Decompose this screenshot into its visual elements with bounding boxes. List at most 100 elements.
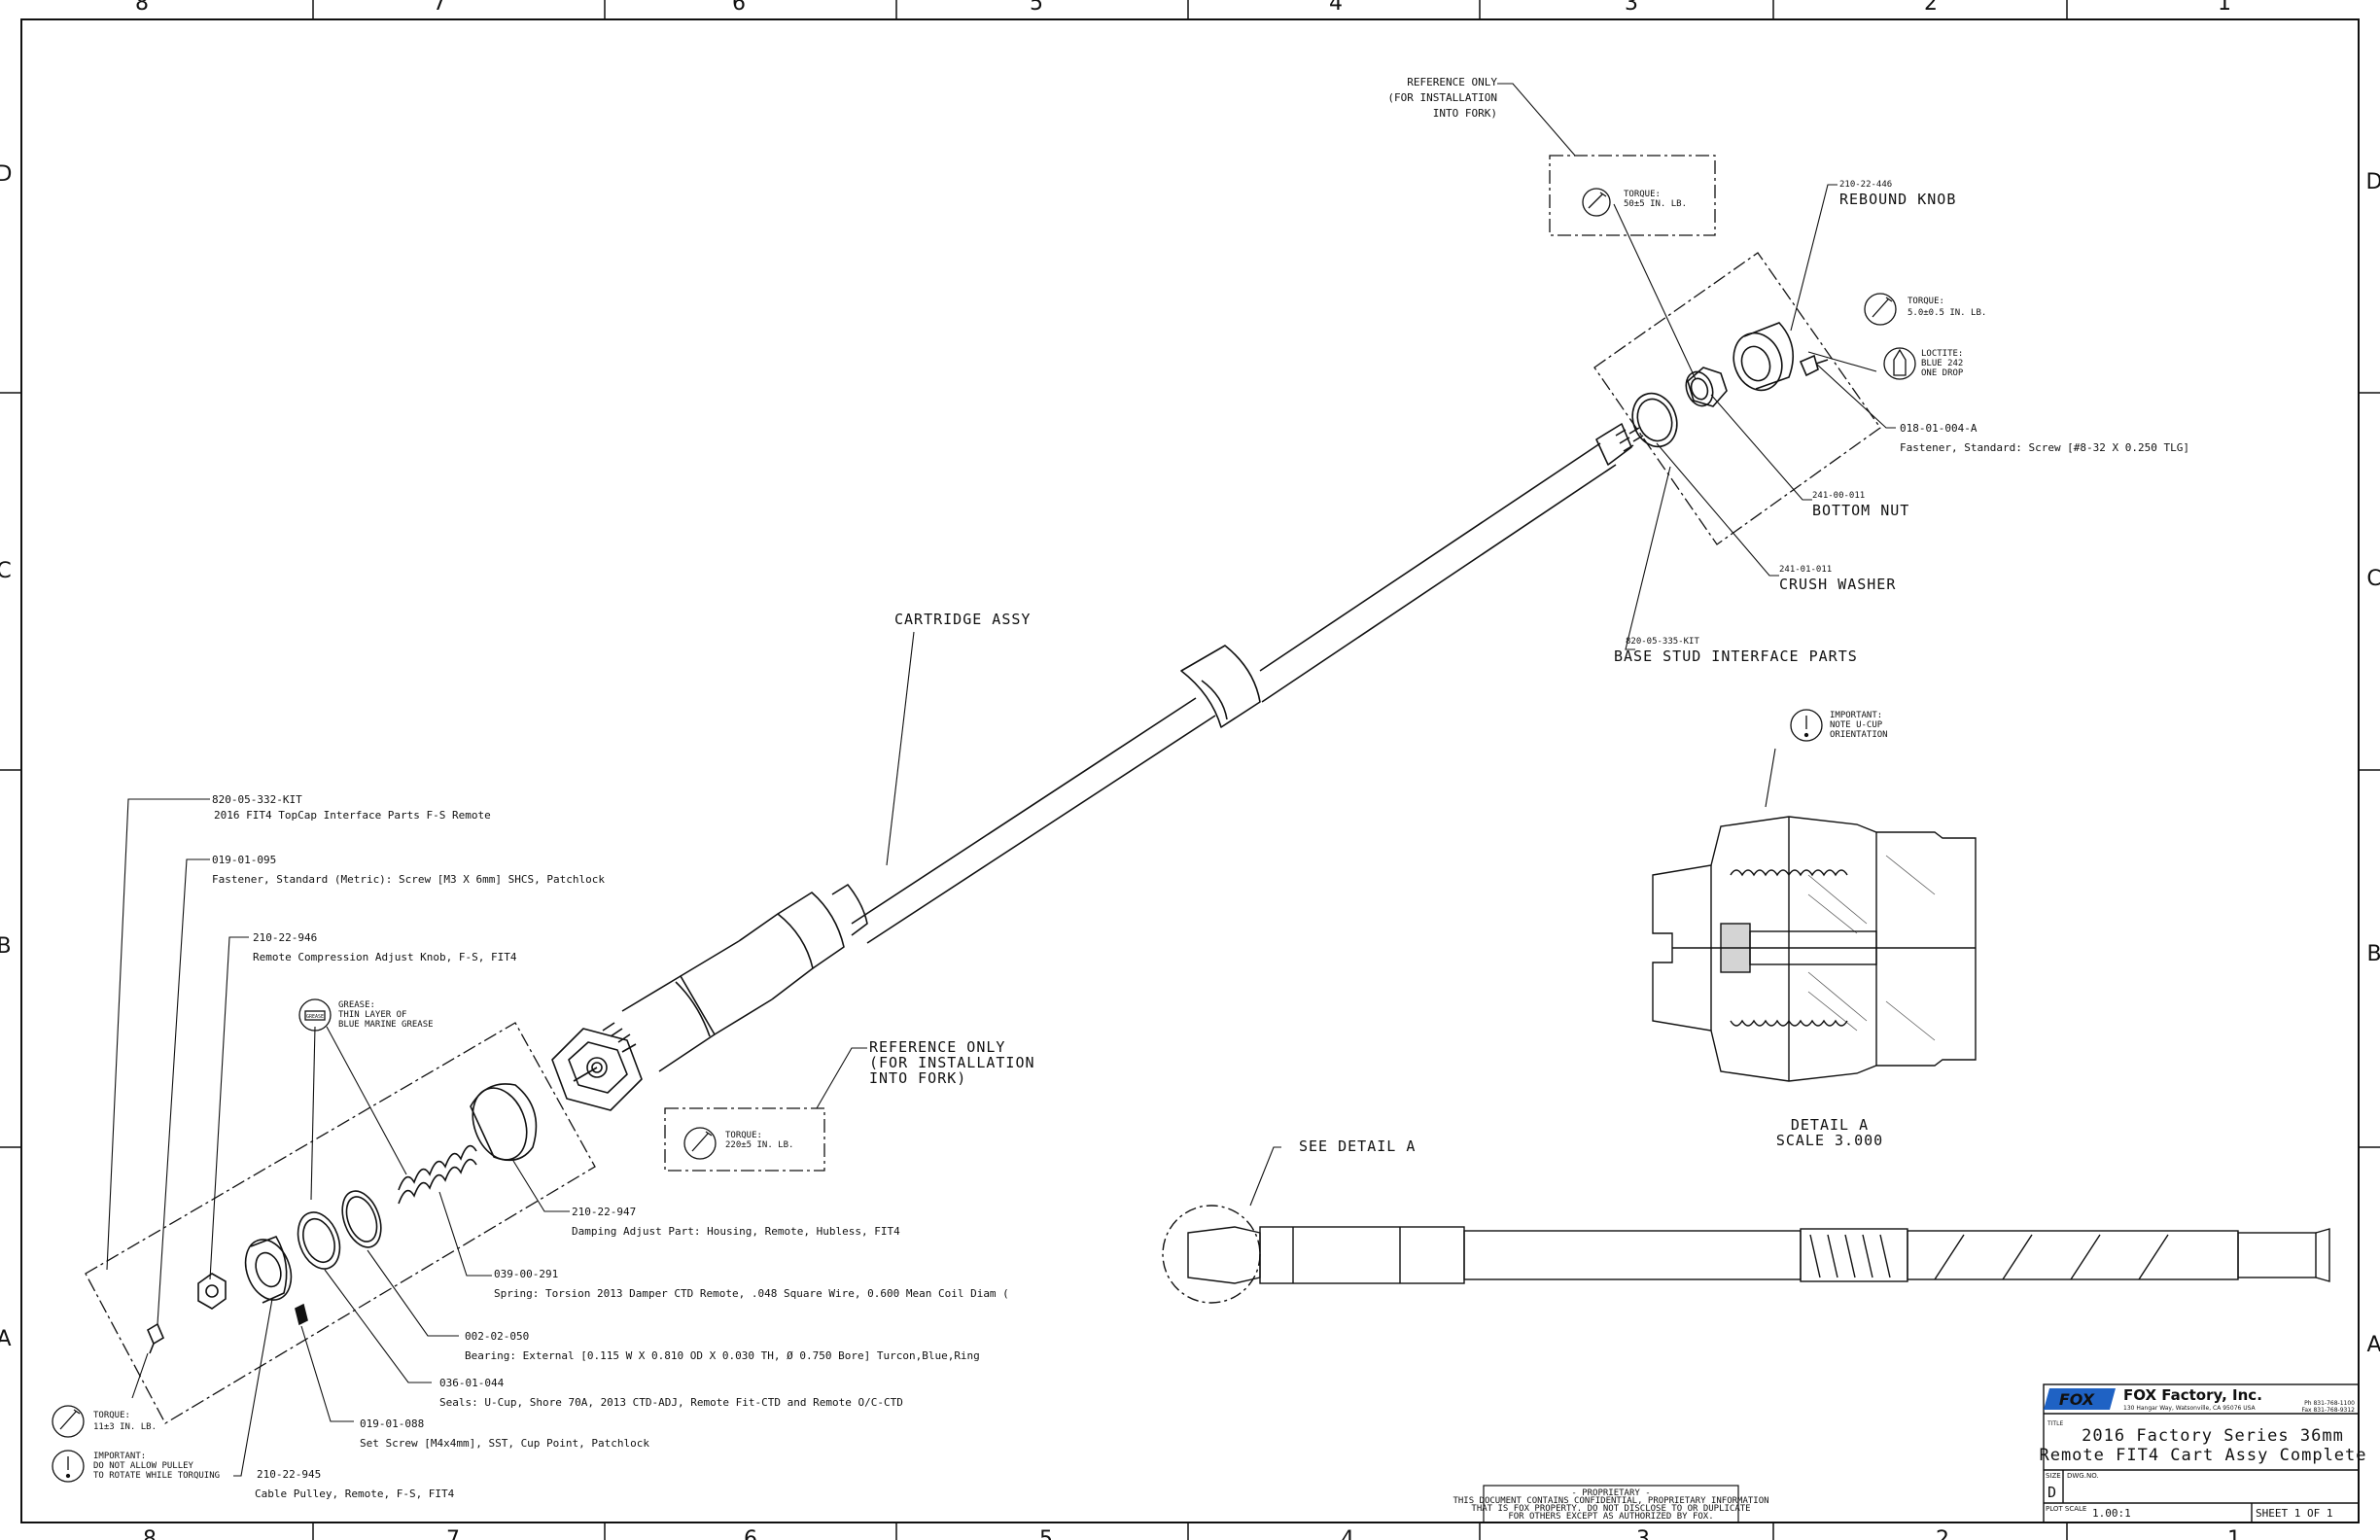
housing-pn: 210-22-947 [572, 1206, 636, 1218]
company-address: 130 Hangar Way, Watsonville, CA 95076 US… [2123, 1405, 2257, 1412]
zone-bottom-7: 7 [446, 1527, 460, 1540]
fastener-name: Fastener, Standard: Screw [#8-32 X 0.250… [1900, 441, 2189, 454]
zone-right-b: B [2366, 942, 2380, 966]
rebound-knob-name: REBOUND KNOB [1839, 191, 1956, 208]
loctite-line1: LOCTITE: [1921, 349, 1963, 359]
zone-right-c: C [2366, 567, 2380, 591]
proprietary-line2: THIS DOCUMENT CONTAINS CONFIDENTIAL, PRO… [1452, 1496, 1768, 1506]
zone-top-1: 1 [2218, 0, 2231, 16]
pulley-pn: 210-22-945 [257, 1468, 321, 1481]
fastener-pn: 018-01-004-A [1900, 422, 1978, 435]
zone-left-d: D [0, 162, 12, 187]
zone-top-4: 4 [1329, 0, 1343, 16]
zone-top-3: 3 [1625, 0, 1638, 16]
fox-logo-text: FOX [2059, 1390, 2095, 1409]
bottom-dashed-box [85, 1022, 825, 1424]
size-label: SIZE [2046, 1472, 2061, 1480]
zone-bottom-6: 6 [744, 1527, 757, 1540]
leader-lines [106, 83, 1896, 1477]
top-dashed-boxes [1549, 155, 1881, 545]
setscrew-pn: 019-01-088 [360, 1418, 424, 1430]
reference-top-line1: REFERENCE ONLY [1407, 76, 1497, 88]
reference-top-line2: (FOR INSTALLATION [1387, 91, 1497, 104]
torque-icon [52, 1405, 85, 1438]
topcap-pn: 820-05-332-KIT [212, 793, 302, 806]
callout-torque-mid: TORQUE: 220±5 IN. LB. [725, 1131, 793, 1150]
title-label: TITLE [2047, 1420, 2063, 1427]
proprietary-line3: THAT IS FOX PROPERTY. DO NOT DISCLOSE TO… [1471, 1504, 1750, 1514]
setscrew-name: Set Screw [M4x4mm], SST, Cup Point, Patc… [360, 1437, 649, 1450]
callout-torque-bl: TORQUE: 11±3 IN. LB. [93, 1411, 157, 1432]
torque-bl-line1: TORQUE: [93, 1411, 130, 1420]
reference-top-line3: INTO FORK) [1433, 107, 1497, 120]
proprietary-notice: - PROPRIETARY - THIS DOCUMENT CONTAINS C… [1452, 1485, 1769, 1523]
detail-a-caption: DETAIL A SCALE 3.000 [1776, 1116, 1883, 1149]
size-value: D [2048, 1484, 2056, 1501]
zone-bottom-2: 2 [1936, 1527, 1949, 1540]
zone-right-d: D [2366, 170, 2380, 194]
title-line1: 2016 Factory Series 36mm [2082, 1426, 2344, 1446]
base-stud-pn: 820-05-335-KIT [1626, 637, 1699, 647]
grease-line2: THIN LAYER OF [338, 1010, 406, 1020]
torque-icon [1864, 293, 1897, 326]
base-stud-name: BASE STUD INTERFACE PARTS [1614, 648, 1858, 665]
important-pulley-line2: DO NOT ALLOW PULLEY [93, 1461, 194, 1471]
important-ucup-line2: NOTE U-CUP [1830, 720, 1883, 730]
crush-washer-pn: 241-01-011 [1779, 565, 1832, 575]
ucup-pn: 036-01-044 [439, 1377, 505, 1389]
knob-pn: 210-22-946 [253, 931, 317, 944]
torque-rebound-line2: 5.0±0.5 IN. LB. [1908, 308, 1986, 318]
detail-a-section [1652, 816, 1977, 1082]
zone-bottom-4: 4 [1341, 1527, 1354, 1540]
fox-logo [2044, 1388, 2116, 1410]
shcs-pn: 019-01-095 [212, 854, 276, 866]
reference-mid-line1: REFERENCE ONLY [869, 1038, 1005, 1056]
important-pulley-line1: IMPORTANT: [93, 1452, 146, 1461]
torque-top-line2: 50±5 IN. LB. [1624, 199, 1687, 209]
reference-mid-line3: INTO FORK) [869, 1069, 966, 1087]
title-block: FOX FOX Factory, Inc. 130 Hangar Way, Wa… [2039, 1383, 2366, 1523]
zone-top-7: 7 [433, 0, 446, 16]
see-detail-a: SEE DETAIL A [1299, 1138, 1416, 1155]
loctite-line3: ONE DROP [1921, 368, 1964, 378]
important-icon [1790, 709, 1823, 742]
zone-bottom-1: 1 [2227, 1527, 2241, 1540]
zone-right-a: A [2366, 1333, 2380, 1357]
torque-mid-line1: TORQUE: [725, 1131, 762, 1140]
spring-name: Spring: Torsion 2013 Damper CTD Remote, … [494, 1287, 1009, 1300]
title-line2: Remote FIT4 Cart Assy Complete [2039, 1446, 2366, 1465]
torque-icon [683, 1127, 717, 1160]
torque-icon [1582, 188, 1611, 217]
bearing-name: Bearing: External [0.115 W X 0.810 OD X … [465, 1349, 980, 1362]
ucup-name: Seals: U-Cup, Shore 70A, 2013 CTD-ADJ, R… [439, 1396, 903, 1409]
dwg-no-label: DWG.NO. [2067, 1472, 2099, 1480]
detail-a-scale: SCALE 3.000 [1776, 1132, 1883, 1149]
plot-scale-value: 1.00:1 [2092, 1507, 2131, 1520]
torque-top-line1: TORQUE: [1624, 190, 1661, 199]
grease-line1: GREASE: [338, 1000, 375, 1010]
torque-bl-line2: 11±3 IN. LB. [93, 1422, 157, 1432]
housing-name: Damping Adjust Part: Housing, Remote, Hu… [572, 1225, 900, 1238]
zone-top-8: 8 [135, 0, 149, 16]
spring-pn: 039-00-291 [494, 1268, 558, 1280]
important-pulley-line3: TO ROTATE WHILE TORQUING [93, 1471, 220, 1481]
reference-mid-line2: (FOR INSTALLATION [869, 1054, 1035, 1071]
important-icon [52, 1450, 85, 1483]
plot-scale-label: PLOT SCALE [2046, 1505, 2086, 1513]
pulley-name: Cable Pulley, Remote, F-S, FIT4 [255, 1488, 455, 1500]
top-exploded-parts [1631, 322, 1829, 448]
callout-reference-top: REFERENCE ONLY (FOR INSTALLATION INTO FO… [1387, 76, 1497, 120]
grease-line3: BLUE MARINE GREASE [338, 1020, 434, 1030]
bottom-exploded-parts [146, 1083, 538, 1354]
zone-top-5: 5 [1030, 0, 1043, 16]
zone-top-6: 6 [732, 0, 746, 16]
crush-washer-name: CRUSH WASHER [1779, 576, 1896, 593]
company-fax: Fax 831-768-9312 [2301, 1407, 2355, 1414]
side-view [1162, 1205, 2330, 1304]
company-name: FOX Factory, Inc. [2123, 1386, 2262, 1404]
grease-icon-label: GREASE [306, 1014, 324, 1020]
loctite-line2: BLUE 242 [1921, 359, 1963, 368]
